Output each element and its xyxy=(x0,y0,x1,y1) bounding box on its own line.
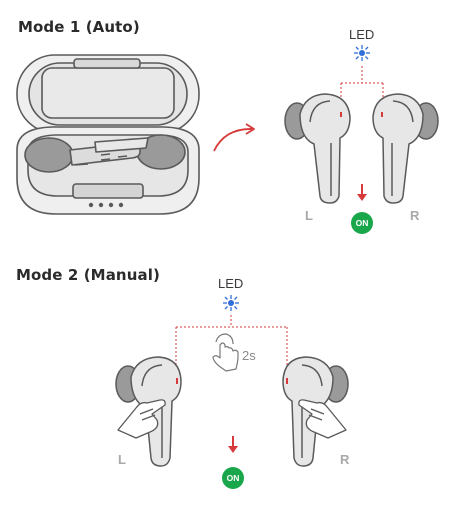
mode1-led-label: LED xyxy=(349,27,375,42)
mode2-title: Mode 2 (Manual) xyxy=(16,266,160,284)
mode2-right-label: R xyxy=(340,452,350,467)
mode2-on-badge: ON xyxy=(222,467,244,489)
mode1-left-label: L xyxy=(305,208,313,223)
mode1-on-badge: ON xyxy=(351,212,373,234)
mode1-title: Mode 1 (Auto) xyxy=(18,18,140,36)
mode1-right-label: R xyxy=(410,208,420,223)
mode2-left-label: L xyxy=(118,452,126,467)
mode2-led-label: LED xyxy=(218,276,244,291)
hold-duration: 2s xyxy=(242,348,256,363)
